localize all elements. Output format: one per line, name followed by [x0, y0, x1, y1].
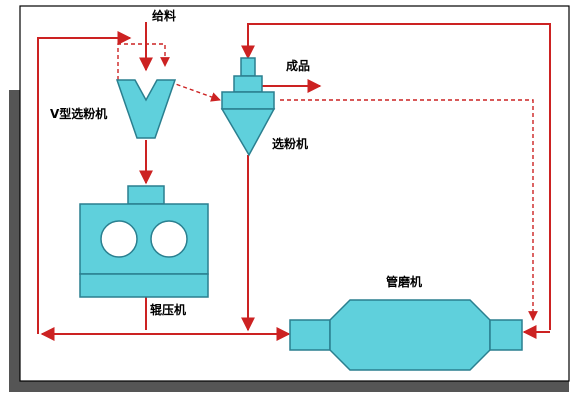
flow-dashed-v-to-separator — [169, 81, 221, 102]
mill-inlet — [289, 319, 331, 351]
flow-right-loop-line — [241, 23, 551, 330]
roller-left — [100, 220, 138, 258]
dynamic-separator — [220, 57, 276, 157]
label-v-separator: V型选粉机 — [50, 106, 107, 121]
label-roller-press: 辊压机 — [150, 302, 186, 317]
label-separator: 选粉机 — [272, 136, 308, 151]
flow-left-loop-line — [37, 31, 132, 334]
roller-right — [150, 220, 188, 258]
roller-press — [79, 185, 209, 298]
flow-dashed-top-loop — [117, 43, 170, 80]
label-feed: 给料 — [152, 8, 176, 23]
v-separator — [115, 79, 177, 139]
mill-outlet — [489, 319, 523, 351]
flow-dashed-separator-to-mill — [280, 99, 538, 321]
tube-mill — [289, 299, 523, 371]
label-tube-mill: 管磨机 — [386, 274, 422, 289]
label-product: 成品 — [286, 58, 310, 73]
